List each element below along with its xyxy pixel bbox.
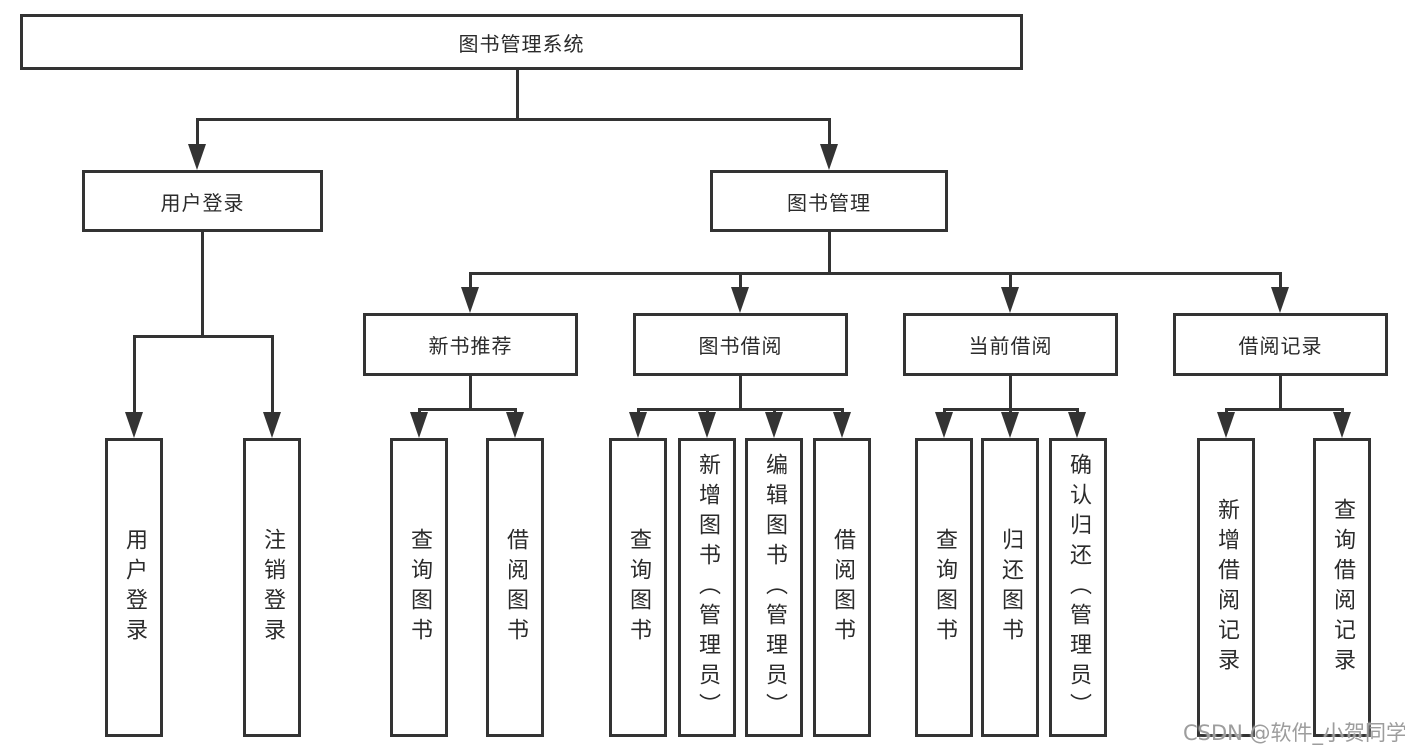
leaf-label: 借阅图书 [830,527,855,648]
leaf-label: 查询图书 [626,527,651,648]
connector-newbooks-split [418,408,517,411]
leaf-label: 查询图书 [407,527,432,648]
leaf-user-login: 用户登录 [105,438,163,737]
arrowhead-down-icon [629,412,647,438]
leaf-label: 新增图书（管理员） [695,452,720,723]
connector-current-trunk [1009,376,1012,408]
node-user-login: 用户登录 [82,170,323,232]
connector-to-current [1009,272,1012,289]
leaf-logout: 注销登录 [243,438,301,737]
leaf-label: 用户登录 [122,527,147,648]
connector-level2-split [196,118,831,121]
leaf-label: 注销登录 [260,527,285,648]
arrowhead-down-icon [188,144,206,170]
connector-to-new-books [469,272,472,289]
connector-to-borrowing [739,272,742,289]
node-borrow-records: 借阅记录 [1173,313,1388,376]
leaf-borrowing-query-book: 查询图书 [609,438,667,737]
arrowhead-down-icon [461,287,479,313]
connector-level3-split [469,272,1282,275]
node-book-borrowing: 图书借阅 [633,313,848,376]
node-label: 图书借阅 [698,334,783,358]
node-new-book-recommend: 新书推荐 [363,313,578,376]
connector-login-split [133,335,274,338]
connector-borrowing-trunk [739,376,742,408]
arrowhead-down-icon [1068,412,1086,438]
node-book-management: 图书管理 [710,170,948,232]
leaf-label: 确认归还（管理员） [1066,452,1091,723]
node-library-management-system: 图书管理系统 [20,14,1023,70]
node-label: 图书管理系统 [458,31,585,56]
leaf-current-return-book: 归还图书 [981,438,1039,737]
node-current-borrowing: 当前借阅 [903,313,1118,376]
leaf-records-query-record: 查询借阅记录 [1313,438,1371,737]
connector-to-records [1279,272,1282,289]
arrowhead-down-icon [1001,412,1019,438]
leaf-borrowing-borrow-book: 借阅图书 [813,438,871,737]
node-label: 图书管理 [787,190,871,215]
leaf-borrowing-add-book-admin: 新增图书（管理员） [678,438,736,737]
node-label: 当前借阅 [968,334,1053,358]
connector-borrowing-split [637,408,844,411]
arrowhead-down-icon [731,287,749,313]
arrowhead-down-icon [506,412,524,438]
connector-records-trunk [1279,376,1282,408]
connector-to-book-mgmt [828,118,831,146]
arrowhead-down-icon [263,412,281,438]
leaf-label: 归还图书 [998,527,1023,648]
connector-records-split [1225,408,1344,411]
leaf-records-add-record: 新增借阅记录 [1197,438,1255,737]
leaf-newbooks-query-book: 查询图书 [390,438,448,737]
arrowhead-down-icon [698,412,716,438]
leaf-label: 新增借阅记录 [1214,497,1239,678]
arrowhead-down-icon [1271,287,1289,313]
node-label: 借阅记录 [1238,334,1323,358]
connector-root-trunk [516,70,519,118]
arrowhead-down-icon [1217,412,1235,438]
connector-to-login-leaf [133,335,136,412]
connector-newbooks-trunk [469,376,472,408]
arrowhead-down-icon [410,412,428,438]
leaf-borrowing-edit-book-admin: 编辑图书（管理员） [745,438,803,737]
arrowhead-down-icon [935,412,953,438]
connector-to-logout-leaf [271,335,274,412]
arrowhead-down-icon [1333,412,1351,438]
leaf-current-query-book: 查询图书 [915,438,973,737]
arrowhead-down-icon [1001,287,1019,313]
leaf-current-confirm-return-admin: 确认归还（管理员） [1049,438,1107,737]
arrowhead-down-icon [833,412,851,438]
node-label: 新书推荐 [428,334,513,358]
connector-to-user-login [196,118,199,146]
arrowhead-down-icon [765,412,783,438]
csdn-watermark: CSDN @软件_小贺同学 [1183,721,1405,745]
node-label: 用户登录 [160,190,245,215]
leaf-newbooks-borrow-book: 借阅图书 [486,438,544,737]
leaf-label: 查询借阅记录 [1330,497,1355,678]
connector-login-trunk [201,232,204,335]
leaf-label: 编辑图书（管理员） [762,452,787,723]
leaf-label: 借阅图书 [503,527,528,648]
arrowhead-down-icon [820,144,838,170]
connector-mgmt-trunk [828,232,831,272]
arrowhead-down-icon [125,412,143,438]
leaf-label: 查询图书 [932,527,957,648]
